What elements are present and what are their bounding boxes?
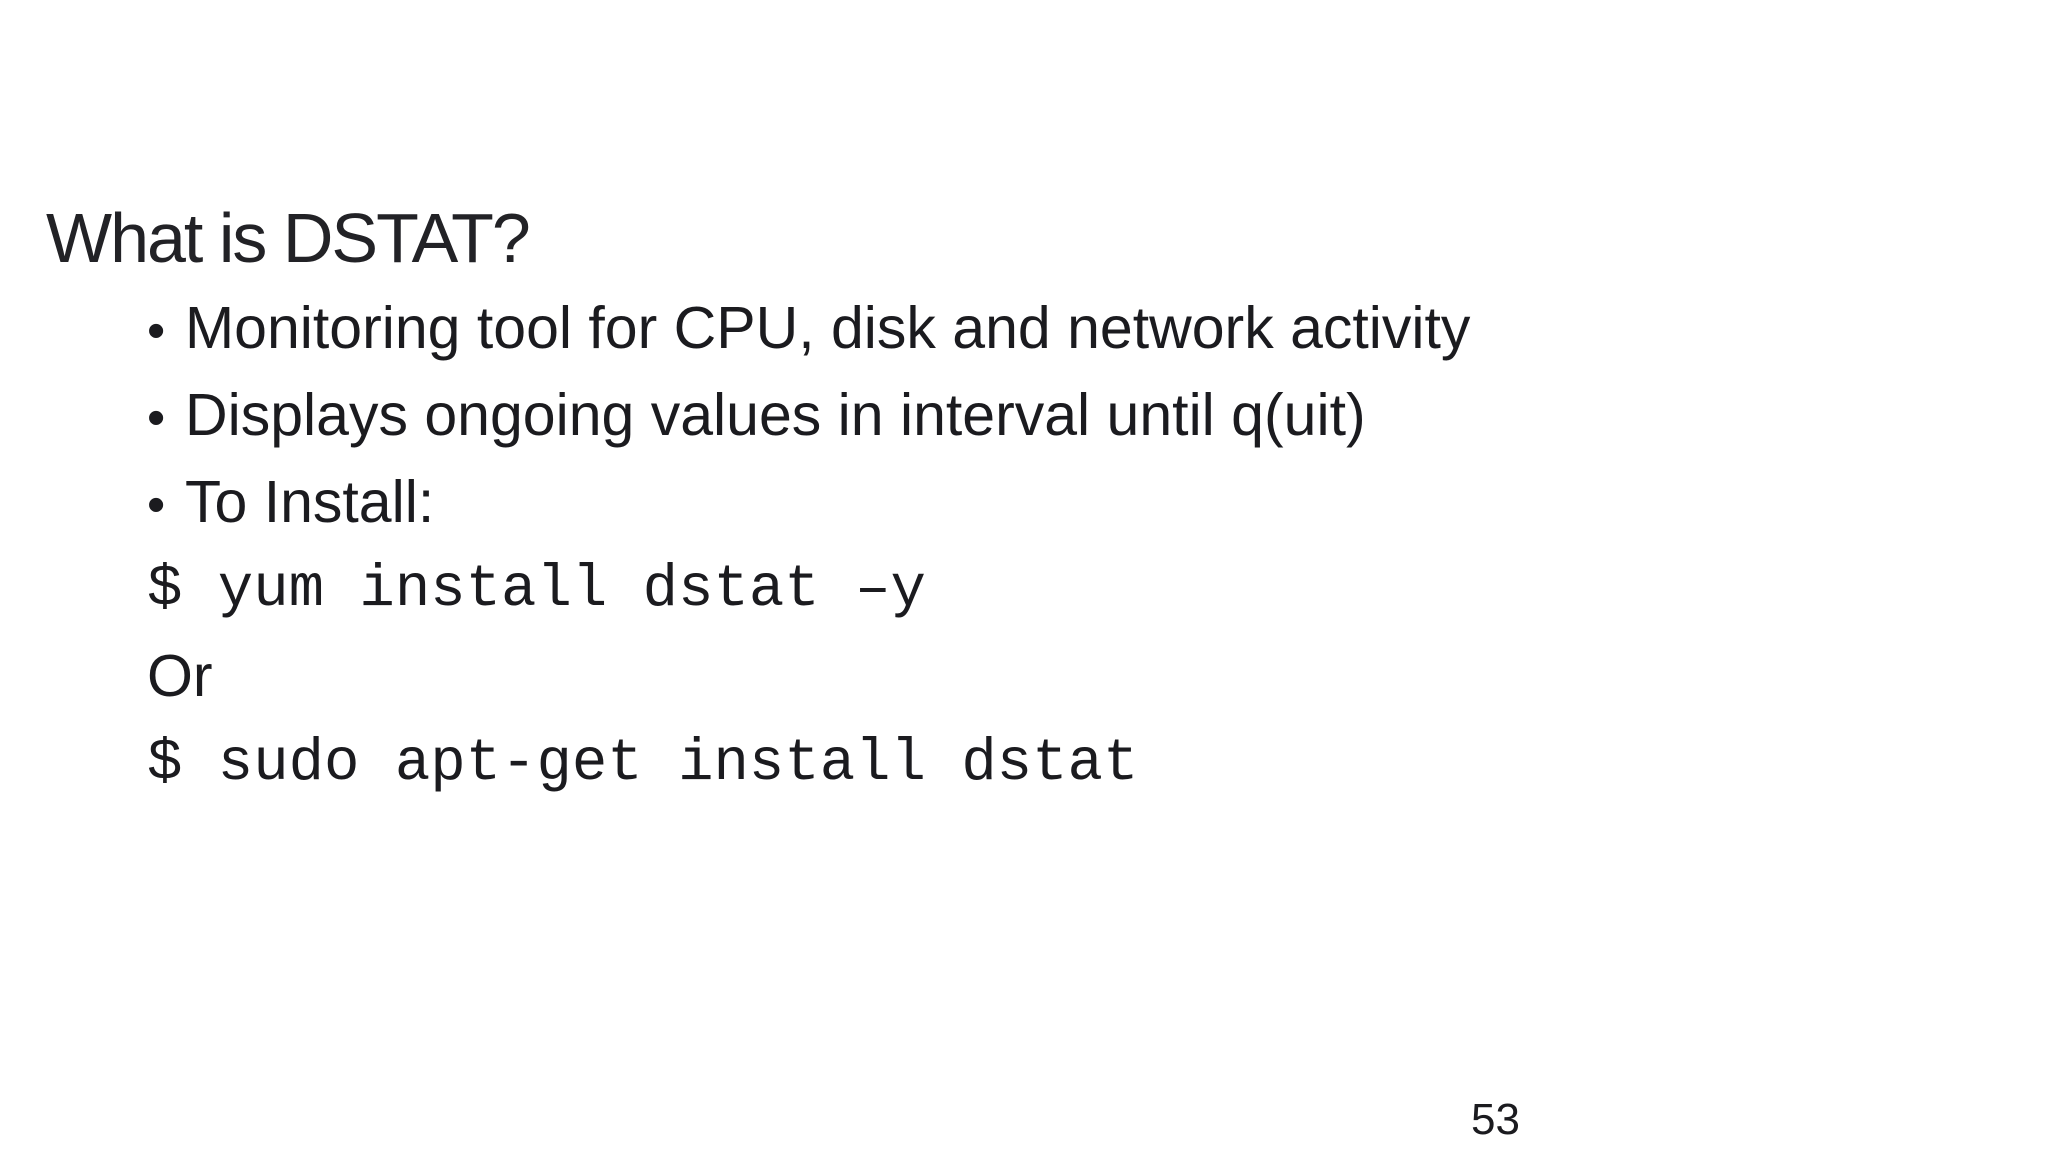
- bullet-text-to-install: To Install:: [185, 469, 435, 535]
- slide-body: • Monitoring tool for CPU, disk and netwo…: [147, 285, 1847, 807]
- page-number: 53: [1471, 1095, 1520, 1144]
- code-apt-get-install: $ sudo apt-get install dstat: [147, 730, 1139, 797]
- slide-title: What is DSTAT?: [46, 198, 531, 277]
- bullet-item: • To Install:: [147, 459, 1847, 546]
- code-yum-install: $ yum install dstat –y: [147, 556, 926, 623]
- bullet-marker: •: [147, 476, 166, 534]
- bullet-text-displays: Displays ongoing values in interval unti…: [185, 382, 1366, 448]
- bullet-text-monitoring: Monitoring tool for CPU, disk and networ…: [185, 295, 1471, 361]
- bullet-item: • Monitoring tool for CPU, disk and netwo…: [147, 285, 1847, 372]
- bullet-marker: •: [147, 389, 166, 447]
- or-label: Or: [147, 643, 213, 709]
- bullet-marker: •: [147, 302, 166, 360]
- bullet-item: • Displays ongoing values in interval unt…: [147, 372, 1847, 459]
